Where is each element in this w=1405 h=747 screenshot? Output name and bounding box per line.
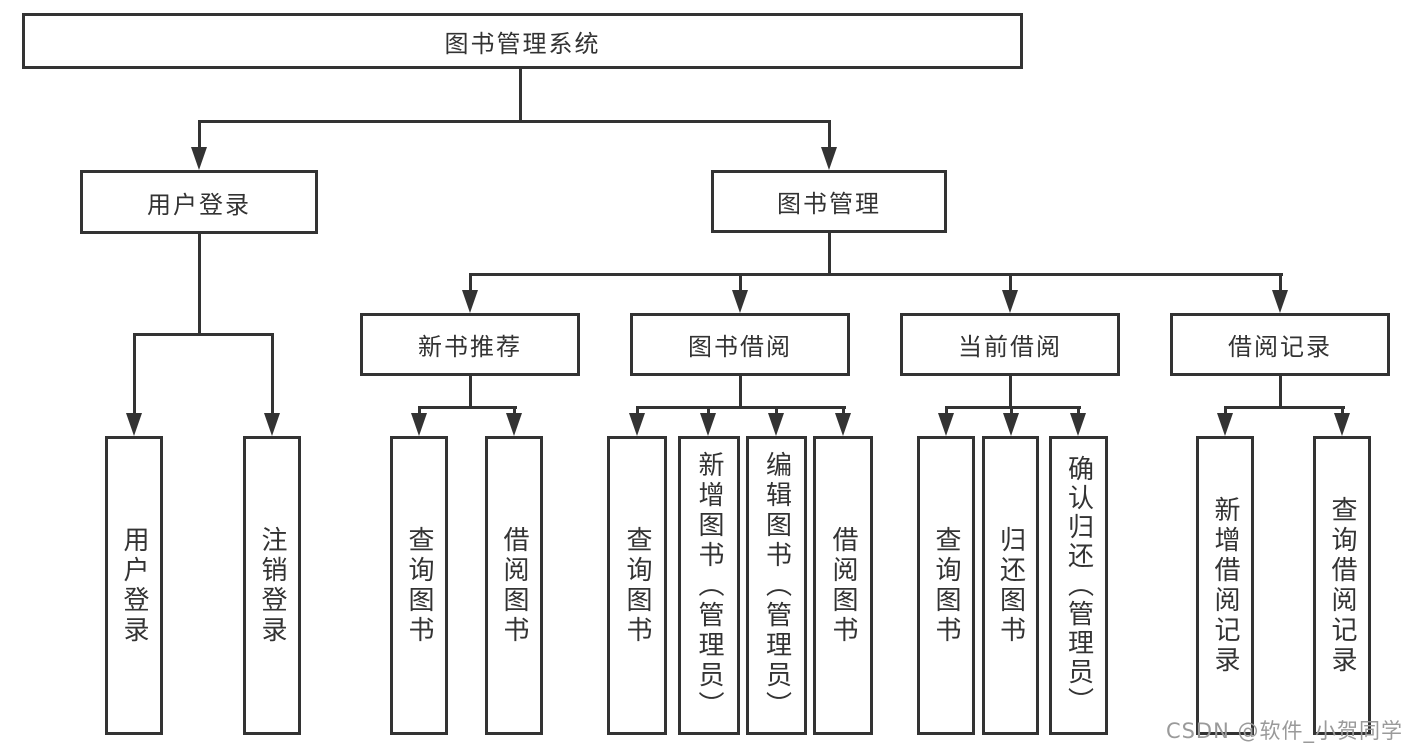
connector-stem — [1010, 406, 1013, 415]
leaf-logout: 注销登录 — [243, 436, 301, 735]
leaf-label: 确认归还（管理员） — [1063, 455, 1094, 716]
leaf-label: 用户登录 — [119, 525, 149, 646]
connector-root-drop — [519, 69, 522, 120]
arrow-down-icon — [732, 290, 748, 313]
arrow-down-icon — [1272, 290, 1288, 313]
connector-mgmt-drop — [828, 233, 831, 273]
connector-newbook-bar — [418, 406, 517, 409]
connector-stem-user-login — [198, 120, 201, 149]
connector-stem-current-borrow — [1009, 273, 1012, 290]
leaf-current-return-books: 归还图书 — [982, 436, 1039, 735]
connector-login-bar — [133, 333, 274, 336]
leaf-label: 借阅图书 — [828, 525, 858, 646]
arrow-down-icon — [835, 413, 851, 436]
leaf-borrow-search-books: 查询图书 — [607, 436, 667, 735]
leaf-label: 查询图书 — [404, 525, 434, 646]
connector-stem — [1224, 406, 1227, 415]
node-book-borrowing: 图书借阅 — [630, 313, 850, 376]
arrow-down-icon — [126, 413, 142, 436]
leaf-label: 编辑图书（管理员） — [761, 450, 792, 721]
leaf-records-search-record: 查询借阅记录 — [1313, 436, 1371, 735]
connector-stem — [1341, 406, 1344, 415]
leaf-label: 注销登录 — [257, 525, 287, 646]
leaf-label: 归还图书 — [995, 525, 1026, 646]
connector-root-bar — [198, 120, 831, 123]
leaf-newbook-search-books: 查询图书 — [390, 436, 448, 735]
node-book-management: 图书管理 — [711, 170, 947, 233]
arrow-down-icon — [462, 290, 478, 313]
leaf-label: 借阅图书 — [499, 525, 529, 646]
node-user-login: 用户登录 — [80, 170, 318, 234]
connector-stem-leaf-login — [133, 333, 136, 414]
arrow-down-icon — [506, 413, 522, 436]
arrow-down-icon — [1070, 413, 1086, 436]
connector-stem-book-borrow — [739, 273, 742, 290]
arrow-down-icon — [629, 413, 645, 436]
connector-stem-new-book — [469, 273, 472, 290]
connector-stem — [842, 406, 845, 415]
connector-current-drop — [1009, 376, 1012, 406]
node-library-management-system: 图书管理系统 — [22, 13, 1023, 69]
leaf-borrow-borrow-books: 借阅图书 — [813, 436, 873, 735]
leaf-borrow-add-book-admin: 新增图书（管理员） — [678, 436, 740, 735]
arrow-down-icon — [1002, 290, 1018, 313]
node-current-borrowing: 当前借阅 — [900, 313, 1120, 376]
connector-stem — [636, 406, 639, 415]
connector-stem — [945, 406, 948, 415]
connector-current-bar — [945, 406, 1081, 409]
arrow-down-icon — [411, 413, 427, 436]
connector-stem-borrow-records — [1279, 273, 1282, 290]
connector-stem — [513, 406, 516, 415]
connector-stem-book-management — [828, 120, 831, 149]
connector-stem — [1077, 406, 1080, 415]
connector-stem — [707, 406, 710, 415]
leaf-label: 查询图书 — [931, 525, 961, 646]
leaf-user-login: 用户登录 — [105, 436, 163, 735]
arrow-down-icon — [1334, 413, 1350, 436]
leaf-label: 查询借阅记录 — [1327, 495, 1357, 676]
leaf-records-add-record: 新增借阅记录 — [1196, 436, 1254, 735]
connector-records-bar — [1224, 406, 1345, 409]
connector-mgmt-bar — [469, 273, 1283, 276]
arrow-down-icon — [264, 413, 280, 436]
arrow-down-icon — [1217, 413, 1233, 436]
watermark-csdn: CSDN @软件_小贺同学 — [1165, 719, 1403, 743]
leaf-current-confirm-return-admin: 确认归还（管理员） — [1049, 436, 1108, 735]
connector-borrow-drop — [739, 376, 742, 406]
node-new-book-recommendation: 新书推荐 — [360, 313, 580, 376]
connector-stem — [418, 406, 421, 415]
connector-stem — [775, 406, 778, 415]
arrow-down-icon — [191, 147, 207, 170]
leaf-label: 新增借阅记录 — [1210, 495, 1240, 676]
leaf-borrow-edit-book-admin: 编辑图书（管理员） — [746, 436, 807, 735]
node-borrowing-records: 借阅记录 — [1170, 313, 1390, 376]
connector-newbook-drop — [469, 376, 472, 406]
arrow-down-icon — [821, 147, 837, 170]
connector-borrow-bar — [636, 406, 846, 409]
leaf-newbook-borrow-books: 借阅图书 — [485, 436, 543, 735]
connector-stem-leaf-logout — [271, 333, 274, 414]
arrow-down-icon — [768, 413, 784, 436]
leaf-current-search-books: 查询图书 — [917, 436, 975, 735]
arrow-down-icon — [938, 413, 954, 436]
leaf-label: 新增图书（管理员） — [694, 450, 724, 721]
connector-records-drop — [1279, 376, 1282, 406]
connector-login-drop — [198, 234, 201, 333]
arrow-down-icon — [1003, 413, 1019, 436]
arrow-down-icon — [700, 413, 716, 436]
leaf-label: 查询图书 — [622, 525, 652, 646]
